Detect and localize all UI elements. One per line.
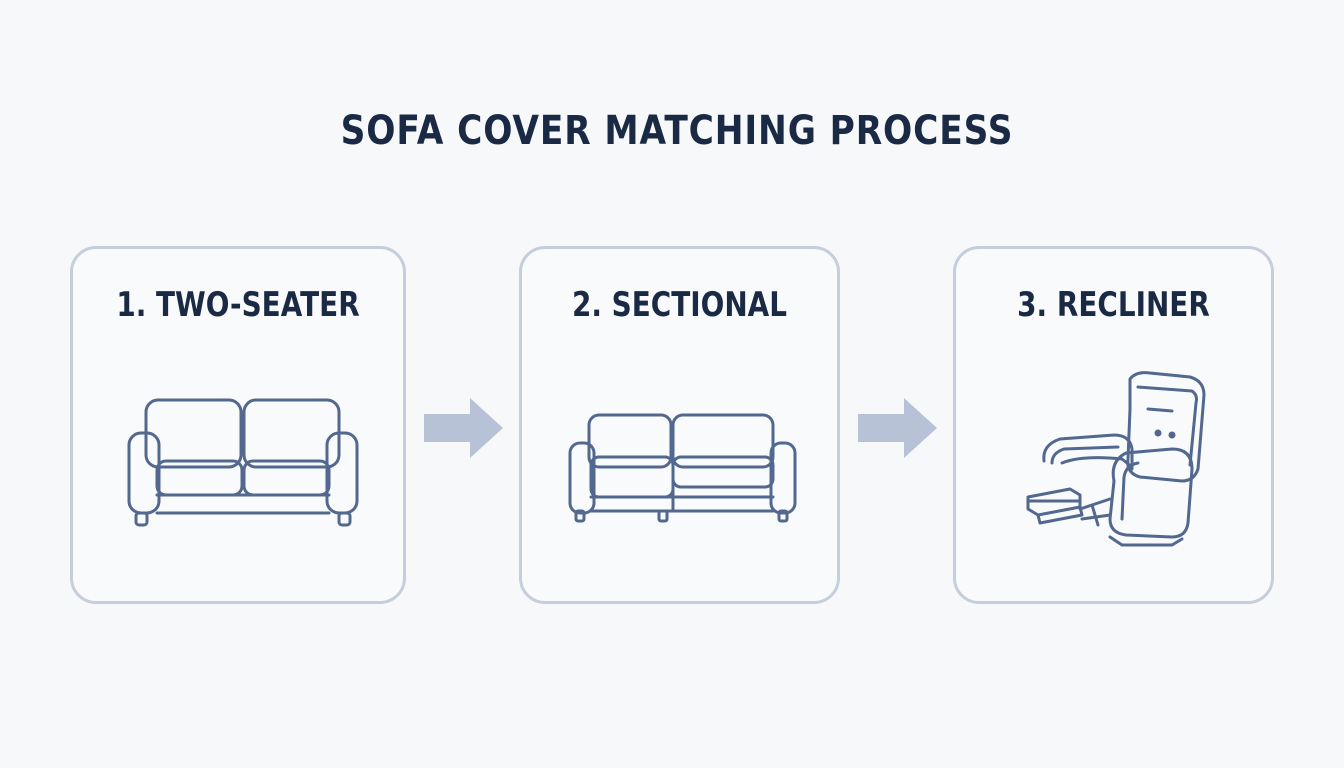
- step-label-recliner: 3. RECLINER: [1017, 285, 1210, 325]
- arrow-right-icon: [858, 398, 937, 458]
- two-seater-sofa-icon: [127, 398, 359, 527]
- diagram-title: SOFA COVER MATCHING PROCESS: [340, 108, 1014, 154]
- step-card-sectional: 2. SECTIONAL: [519, 246, 840, 604]
- sectional-sofa-icon: [568, 413, 797, 523]
- arrow-right-icon: [424, 398, 503, 458]
- recliner-chair-icon: [1026, 371, 1206, 547]
- step-label-sectional: 2. SECTIONAL: [571, 285, 788, 325]
- step-card-recliner: 3. RECLINER: [953, 246, 1274, 604]
- step-label-two-seater: 1. TWO-SEATER: [116, 285, 360, 325]
- step-card-two-seater: 1. TWO-SEATER: [70, 246, 406, 604]
